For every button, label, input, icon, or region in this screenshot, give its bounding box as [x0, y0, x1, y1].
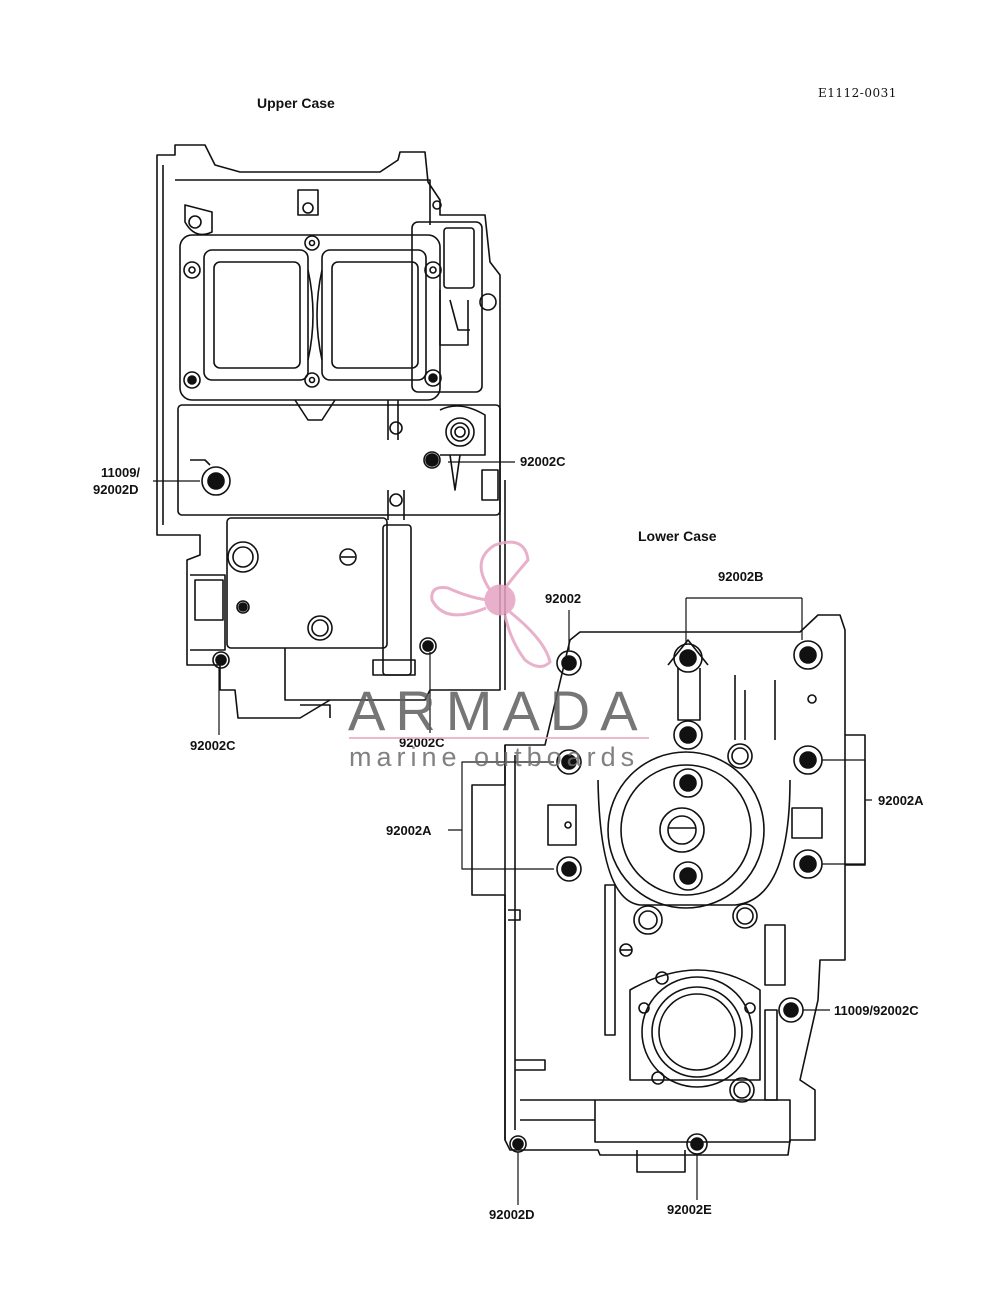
- callout-11009-92002d-line1: 11009/: [101, 465, 141, 480]
- lower-case-body: [471, 614, 866, 1173]
- upper-case-title: Upper Case: [257, 95, 335, 111]
- watermark-brand: ARMADA: [348, 679, 648, 742]
- callout-11009-92002d-line2: 92002D: [93, 482, 139, 497]
- callout-92002: 92002: [545, 591, 582, 606]
- figure-code: E1112-0031: [818, 86, 897, 100]
- callout-92002e: 92002E: [667, 1202, 712, 1217]
- callout-92002c-bottom-left: 92002C: [190, 738, 236, 753]
- callout-92002d: 92002D: [489, 1207, 535, 1222]
- watermark-propeller: [430, 540, 552, 668]
- callout-92002a-left: 92002A: [386, 823, 432, 838]
- lower-case-title: Lower Case: [638, 528, 717, 544]
- leader-lines: [153, 461, 872, 1205]
- upper-case-body: [156, 144, 506, 719]
- watermark-divider: [349, 737, 649, 739]
- watermark-tagline: marine outboards: [349, 742, 640, 772]
- callout-92002c-right: 92002C: [520, 454, 566, 469]
- callout-92002b: 92002B: [718, 569, 764, 584]
- callout-11009-92002c: 11009/92002C: [834, 1003, 919, 1018]
- callout-92002a-right: 92002A: [878, 793, 924, 808]
